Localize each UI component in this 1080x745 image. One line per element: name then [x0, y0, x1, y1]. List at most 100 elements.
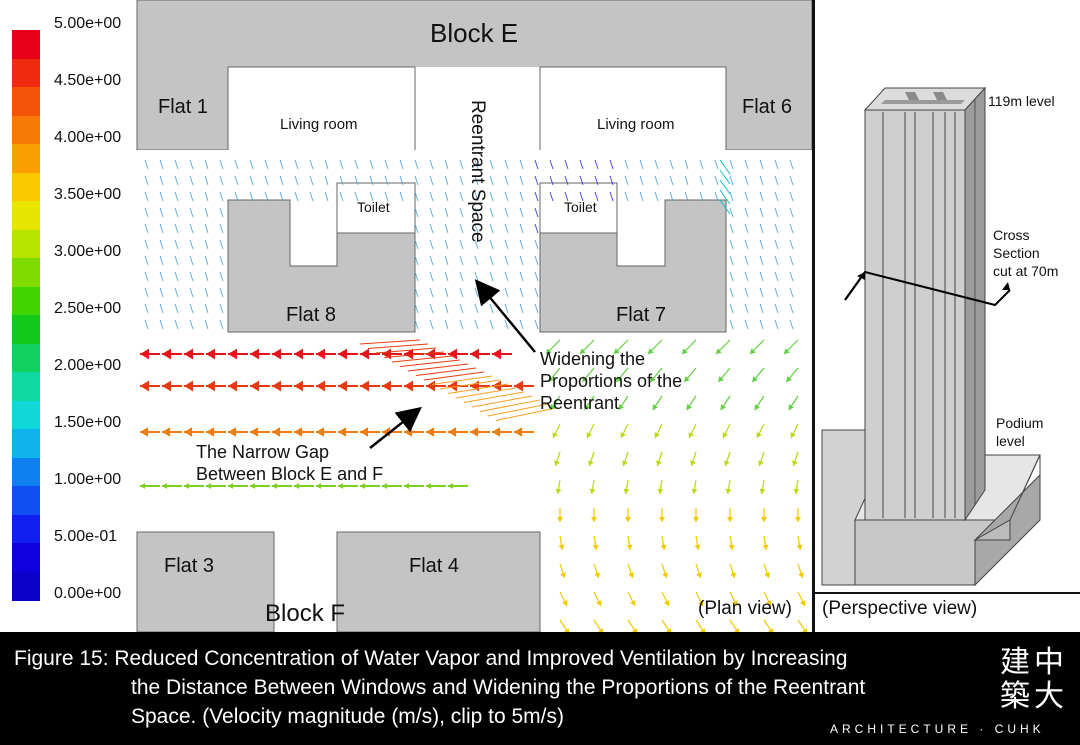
- velocity-vector: [174, 223, 179, 234]
- velocity-vector: [429, 239, 434, 250]
- velocity-arrowhead: [584, 404, 590, 410]
- velocity-arrowhead: [140, 427, 148, 437]
- velocity-vector: [714, 159, 719, 170]
- velocity-vector: [579, 159, 584, 170]
- velocity-vector: [219, 303, 224, 314]
- velocity-arrowhead: [492, 348, 501, 360]
- logo-char-1: 建: [1000, 645, 1030, 680]
- velocity-vector: [774, 287, 779, 298]
- velocity-arrowhead: [228, 483, 233, 489]
- velocity-arrowhead: [734, 628, 740, 632]
- velocity-arrowhead: [140, 380, 149, 392]
- velocity-vector: [729, 239, 734, 250]
- velocity-vector: [729, 191, 734, 202]
- velocity-arrowhead: [591, 517, 597, 522]
- velocity-vector: [504, 287, 509, 298]
- velocity-vector: [414, 319, 419, 330]
- velocity-vector: [219, 159, 224, 170]
- velocity-vector: [414, 175, 419, 186]
- velocity-arrowhead: [686, 404, 692, 410]
- color-scale-tick: 2.00e+00: [54, 357, 122, 374]
- velocity-arrowhead: [554, 460, 560, 466]
- velocity-vector: [549, 159, 554, 170]
- velocity-vector: [504, 319, 509, 330]
- cross-section-line-2: Section: [993, 245, 1040, 261]
- velocity-vector: [429, 159, 434, 170]
- velocity-vector: [159, 239, 164, 250]
- velocity-arrowhead: [650, 376, 656, 382]
- velocity-vector: [534, 207, 539, 218]
- velocity-vector: [219, 239, 224, 250]
- velocity-vector: [474, 207, 479, 218]
- velocity-arrowhead: [788, 404, 794, 410]
- velocity-vector: [144, 159, 149, 170]
- velocity-vector: [487, 403, 549, 417]
- velocity-vector: [159, 223, 164, 234]
- velocity-arrowhead: [664, 600, 670, 606]
- velocity-vector: [174, 319, 179, 330]
- velocity-arrowhead: [654, 432, 660, 438]
- velocity-arrowhead: [750, 348, 756, 354]
- velocity-vector: [429, 319, 434, 330]
- velocity-arrowhead: [625, 517, 631, 522]
- color-scale-bar: [12, 30, 40, 601]
- velocity-vector: [144, 207, 149, 218]
- velocity-vector: [407, 363, 469, 372]
- velocity-arrowhead: [426, 483, 431, 489]
- velocity-arrowhead: [796, 544, 803, 550]
- flat-4-label: Flat 4: [409, 555, 460, 577]
- velocity-vector: [789, 175, 794, 186]
- velocity-vector: [174, 287, 179, 298]
- velocity-arrowhead: [756, 432, 762, 438]
- velocity-vector: [474, 271, 479, 282]
- velocity-vector: [789, 303, 794, 314]
- velocity-arrowhead: [316, 427, 324, 437]
- velocity-vector: [504, 271, 509, 282]
- velocity-vector: [439, 379, 501, 390]
- velocity-vector: [144, 175, 149, 186]
- velocity-vector: [479, 399, 541, 412]
- velocity-vector: [519, 271, 524, 282]
- velocity-vector: [399, 159, 404, 170]
- caption-line-3: Space. (Velocity magnitude (m/s), clip t…: [131, 705, 564, 728]
- velocity-vector: [459, 319, 464, 330]
- velocity-arrowhead: [690, 460, 696, 466]
- velocity-vector: [609, 159, 614, 170]
- velocity-vector: [759, 207, 764, 218]
- velocity-arrowhead: [752, 376, 758, 382]
- velocity-vector: [714, 191, 719, 202]
- velocity-vector: [534, 303, 539, 314]
- velocity-arrowhead: [592, 544, 599, 550]
- logo-char-2: 中: [1034, 645, 1064, 680]
- velocity-vector: [684, 175, 689, 186]
- velocity-vector: [429, 303, 434, 314]
- velocity-vector: [204, 207, 209, 218]
- velocity-vector: [159, 319, 164, 330]
- velocity-vector: [471, 395, 533, 408]
- velocity-vector: [414, 255, 419, 266]
- velocity-arrowhead: [294, 483, 299, 489]
- velocity-vector: [519, 223, 524, 234]
- logo-char-4: 大: [1034, 679, 1064, 714]
- velocity-vector: [759, 287, 764, 298]
- velocity-vector: [489, 175, 494, 186]
- velocity-vector: [367, 343, 429, 349]
- velocity-arrowhead: [360, 427, 368, 437]
- velocity-vector: [519, 319, 524, 330]
- velocity-vector: [144, 255, 149, 266]
- velocity-vector: [519, 287, 524, 298]
- velocity-arrowhead: [162, 380, 171, 392]
- velocity-arrowhead: [448, 380, 457, 392]
- velocity-vector: [189, 287, 194, 298]
- color-scale-tick: 1.00e+00: [54, 471, 122, 488]
- velocity-vector: [759, 239, 764, 250]
- velocity-vector: [699, 175, 704, 186]
- velocity-vector: [504, 207, 509, 218]
- velocity-vector: [294, 191, 299, 202]
- podium-line-1: Podium: [996, 415, 1044, 431]
- velocity-vector: [189, 159, 194, 170]
- velocity-vector: [189, 319, 194, 330]
- velocity-arrowhead: [622, 460, 628, 466]
- velocity-arrowhead: [448, 483, 453, 489]
- velocity-vector: [639, 175, 644, 186]
